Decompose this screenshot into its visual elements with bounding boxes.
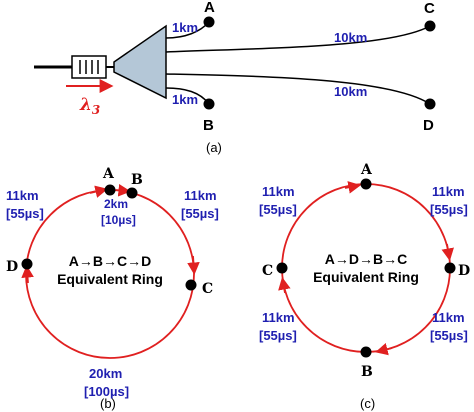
optical-splitter: [113, 24, 167, 100]
dist-label-d: 10km: [334, 84, 367, 99]
ring-b-left-km: 11km: [6, 188, 39, 203]
node-c-label: C: [424, 0, 435, 17]
fiber-to-d: [165, 73, 431, 105]
fiber-to-c: [165, 25, 431, 53]
dist-label-b: 1km: [172, 92, 198, 107]
ring-c-arrow-to-a: [344, 181, 361, 194]
ring-b-center-title: Equivalent Ring: [57, 271, 163, 287]
node-b-label: B: [203, 117, 214, 134]
ring-b-center-order: A→B→C→D: [69, 253, 151, 269]
ring-c: [281, 183, 451, 353]
node-d-label: D: [423, 117, 434, 134]
panel-b: A B C D 11km [55µs] 2km [10µs] 11km [55µ…: [6, 166, 219, 411]
ring-c-bottom-right-km: 11km: [432, 310, 465, 325]
ring-c-top-right-km: 11km: [432, 184, 465, 199]
ring-c-bottom-right-us: [55µs]: [430, 328, 468, 343]
ring-b-left-us: [55µs]: [6, 206, 44, 221]
ring-b-node-b: [126, 187, 138, 199]
ring-c-top-left-us: [55µs]: [259, 202, 297, 217]
ring-b-bottom-us: [100µs]: [84, 384, 129, 399]
ring-c-node-a: [360, 178, 372, 190]
wavelength-label: λ3: [79, 95, 100, 117]
ring-c-node-d: [444, 262, 456, 274]
caption-a: (a): [206, 140, 222, 155]
ring-b-node-a: [104, 184, 116, 196]
ring-b-label-a: A: [102, 166, 115, 182]
ring-b-arrow-to-c: [187, 255, 200, 276]
ring-c-node-c: [276, 262, 288, 274]
ring-c-node-b: [360, 346, 372, 358]
node-d-dot: [424, 98, 436, 110]
ring-b-label-b: B: [131, 172, 143, 188]
caption-b: (b): [100, 396, 116, 411]
ring-c-bottom-left-km: 11km: [262, 310, 295, 325]
connector-ridges: [79, 60, 99, 74]
dist-label-c: 10km: [334, 30, 367, 45]
ring-b-bottom-km: 20km: [89, 366, 122, 381]
ring-b-top-km: 2km: [104, 197, 128, 211]
ring-c-label-a: A: [360, 162, 373, 178]
ring-b-label-d: D: [6, 259, 18, 275]
ring-b-arrow-to-d: [21, 264, 34, 284]
ring-c-arrow-to-c: [278, 277, 291, 294]
ring-b-top-us: [10µs]: [101, 213, 136, 227]
ring-c-top-right-us: [55µs]: [430, 202, 468, 217]
ring-b-node-c: [185, 279, 197, 291]
node-a-dot: [203, 16, 215, 28]
ring-b-right-us: [55µs]: [181, 206, 219, 221]
ring-c-arrow-to-b: [375, 343, 393, 356]
ring-b-right-km: 11km: [184, 188, 217, 203]
ring-c-label-c: C: [262, 263, 273, 279]
ring-b-label-c: C: [202, 281, 213, 297]
dist-label-a: 1km: [172, 20, 198, 35]
ring-c-label-b: B: [361, 364, 373, 380]
ring-b-node-d: [21, 258, 33, 270]
ring-c-arrow-to-d: [441, 243, 454, 261]
ring-b-arrow-to-b: [115, 183, 132, 197]
ring-c-label-d: D: [458, 263, 470, 279]
fiber-connector: [71, 55, 107, 79]
ring-c-bottom-left-us: [55µs]: [259, 328, 297, 343]
ring-c-top-left-km: 11km: [262, 184, 295, 199]
ring-c-center-title: Equivalent Ring: [313, 269, 419, 285]
node-b-dot: [203, 98, 215, 110]
panel-a: A B C D 1km 1km 10km 10km λ3 (a): [34, 0, 436, 155]
node-a-label: A: [204, 0, 215, 16]
ring-b-arrow-to-a: [89, 185, 108, 198]
node-c-dot: [424, 20, 436, 32]
caption-c: (c): [360, 396, 375, 411]
ring-c-center-order: A→D→B→C: [325, 251, 407, 267]
panel-c: A D B C 11km [55µs] 11km [55µs] 11km [55…: [259, 162, 470, 411]
